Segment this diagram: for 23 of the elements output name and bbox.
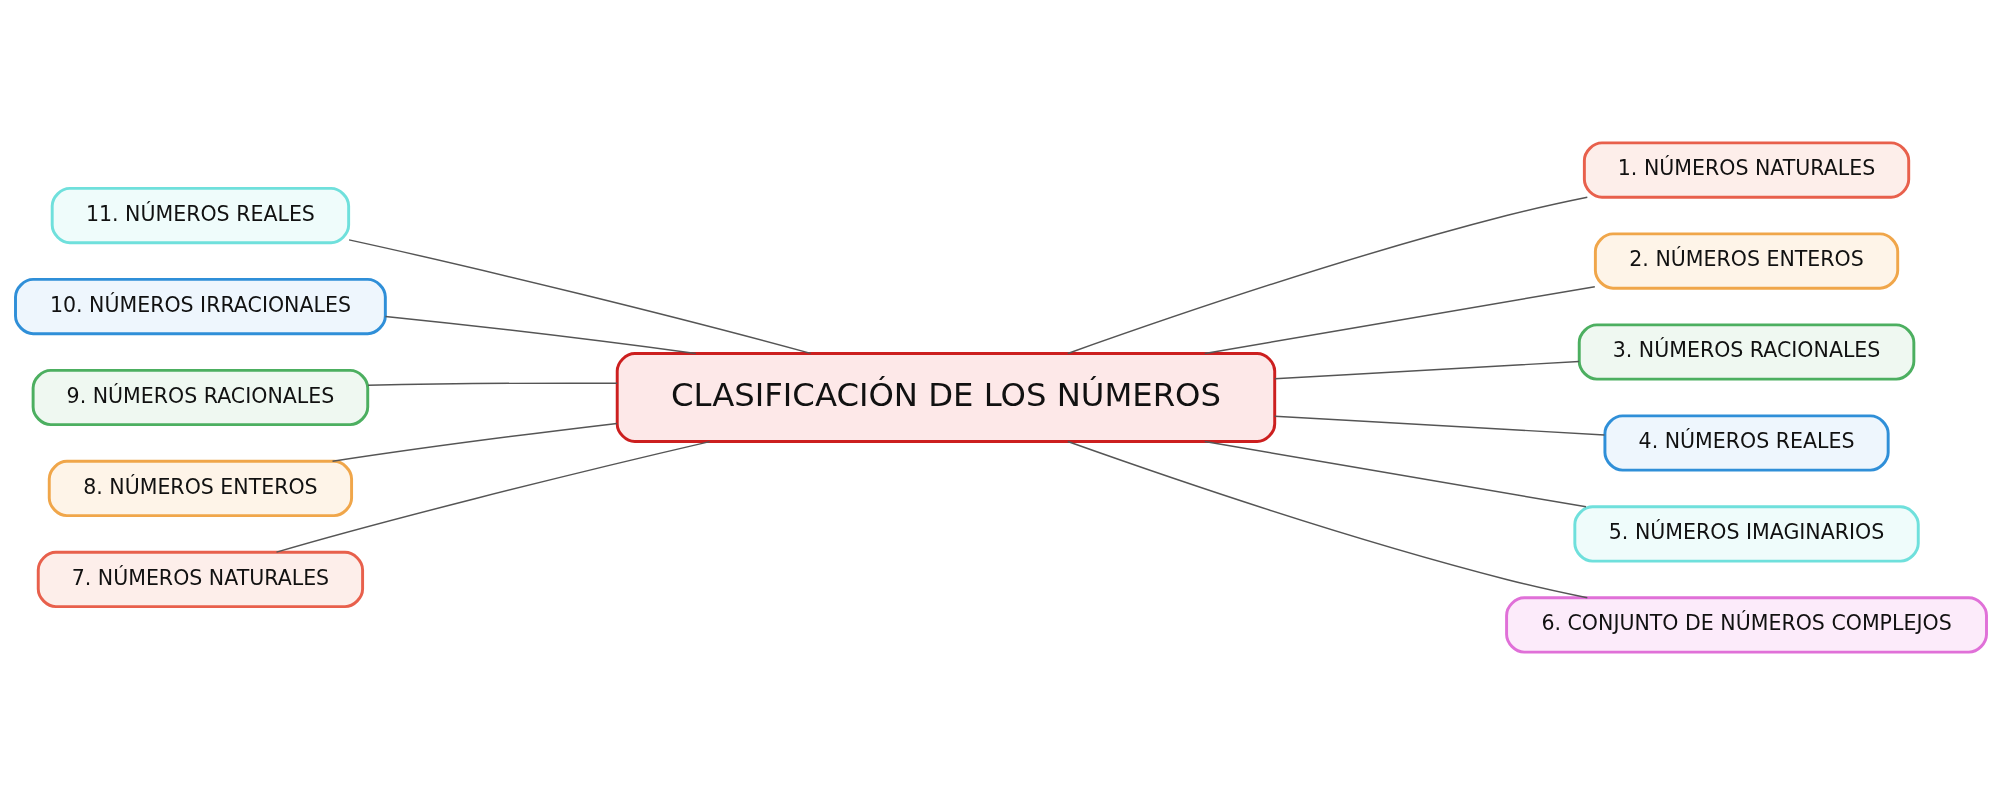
node-box: 9. NÚMEROS RACIONALES [31, 368, 370, 426]
node-box: 11. NÚMEROS REALES [50, 186, 351, 244]
node-box: 4. NÚMEROS REALES [1603, 413, 1890, 472]
node-box: 8. NÚMEROS ENTEROS [47, 459, 354, 517]
connector [1274, 414, 1606, 436]
node-box: 6. CONJUNTO DE NÚMEROS COMPLEJOS [1505, 595, 1988, 654]
node-box: 10. NÚMEROS IRRACIONALES [14, 277, 387, 335]
connector [1274, 360, 1580, 380]
node-box: 7. NÚMEROS NATURALES [36, 550, 365, 608]
node-box: 3. NÚMEROS RACIONALES [1577, 322, 1916, 381]
connector [1204, 285, 1596, 354]
connector [1204, 440, 1587, 507]
connector [348, 238, 812, 354]
connector [1067, 440, 1589, 599]
node-box: 5. NÚMEROS IMAGINARIOS [1573, 504, 1920, 563]
node-box: CLASIFICACIÓN DE LOS NÚMEROS [615, 351, 1277, 443]
node-box: 1. NÚMEROS NATURALES [1582, 140, 1911, 199]
connector [384, 315, 697, 354]
node-box: 2. NÚMEROS ENTEROS [1593, 231, 1900, 290]
connector [367, 381, 618, 386]
connector [1067, 195, 1589, 354]
connector [275, 440, 711, 553]
connector [331, 422, 618, 462]
